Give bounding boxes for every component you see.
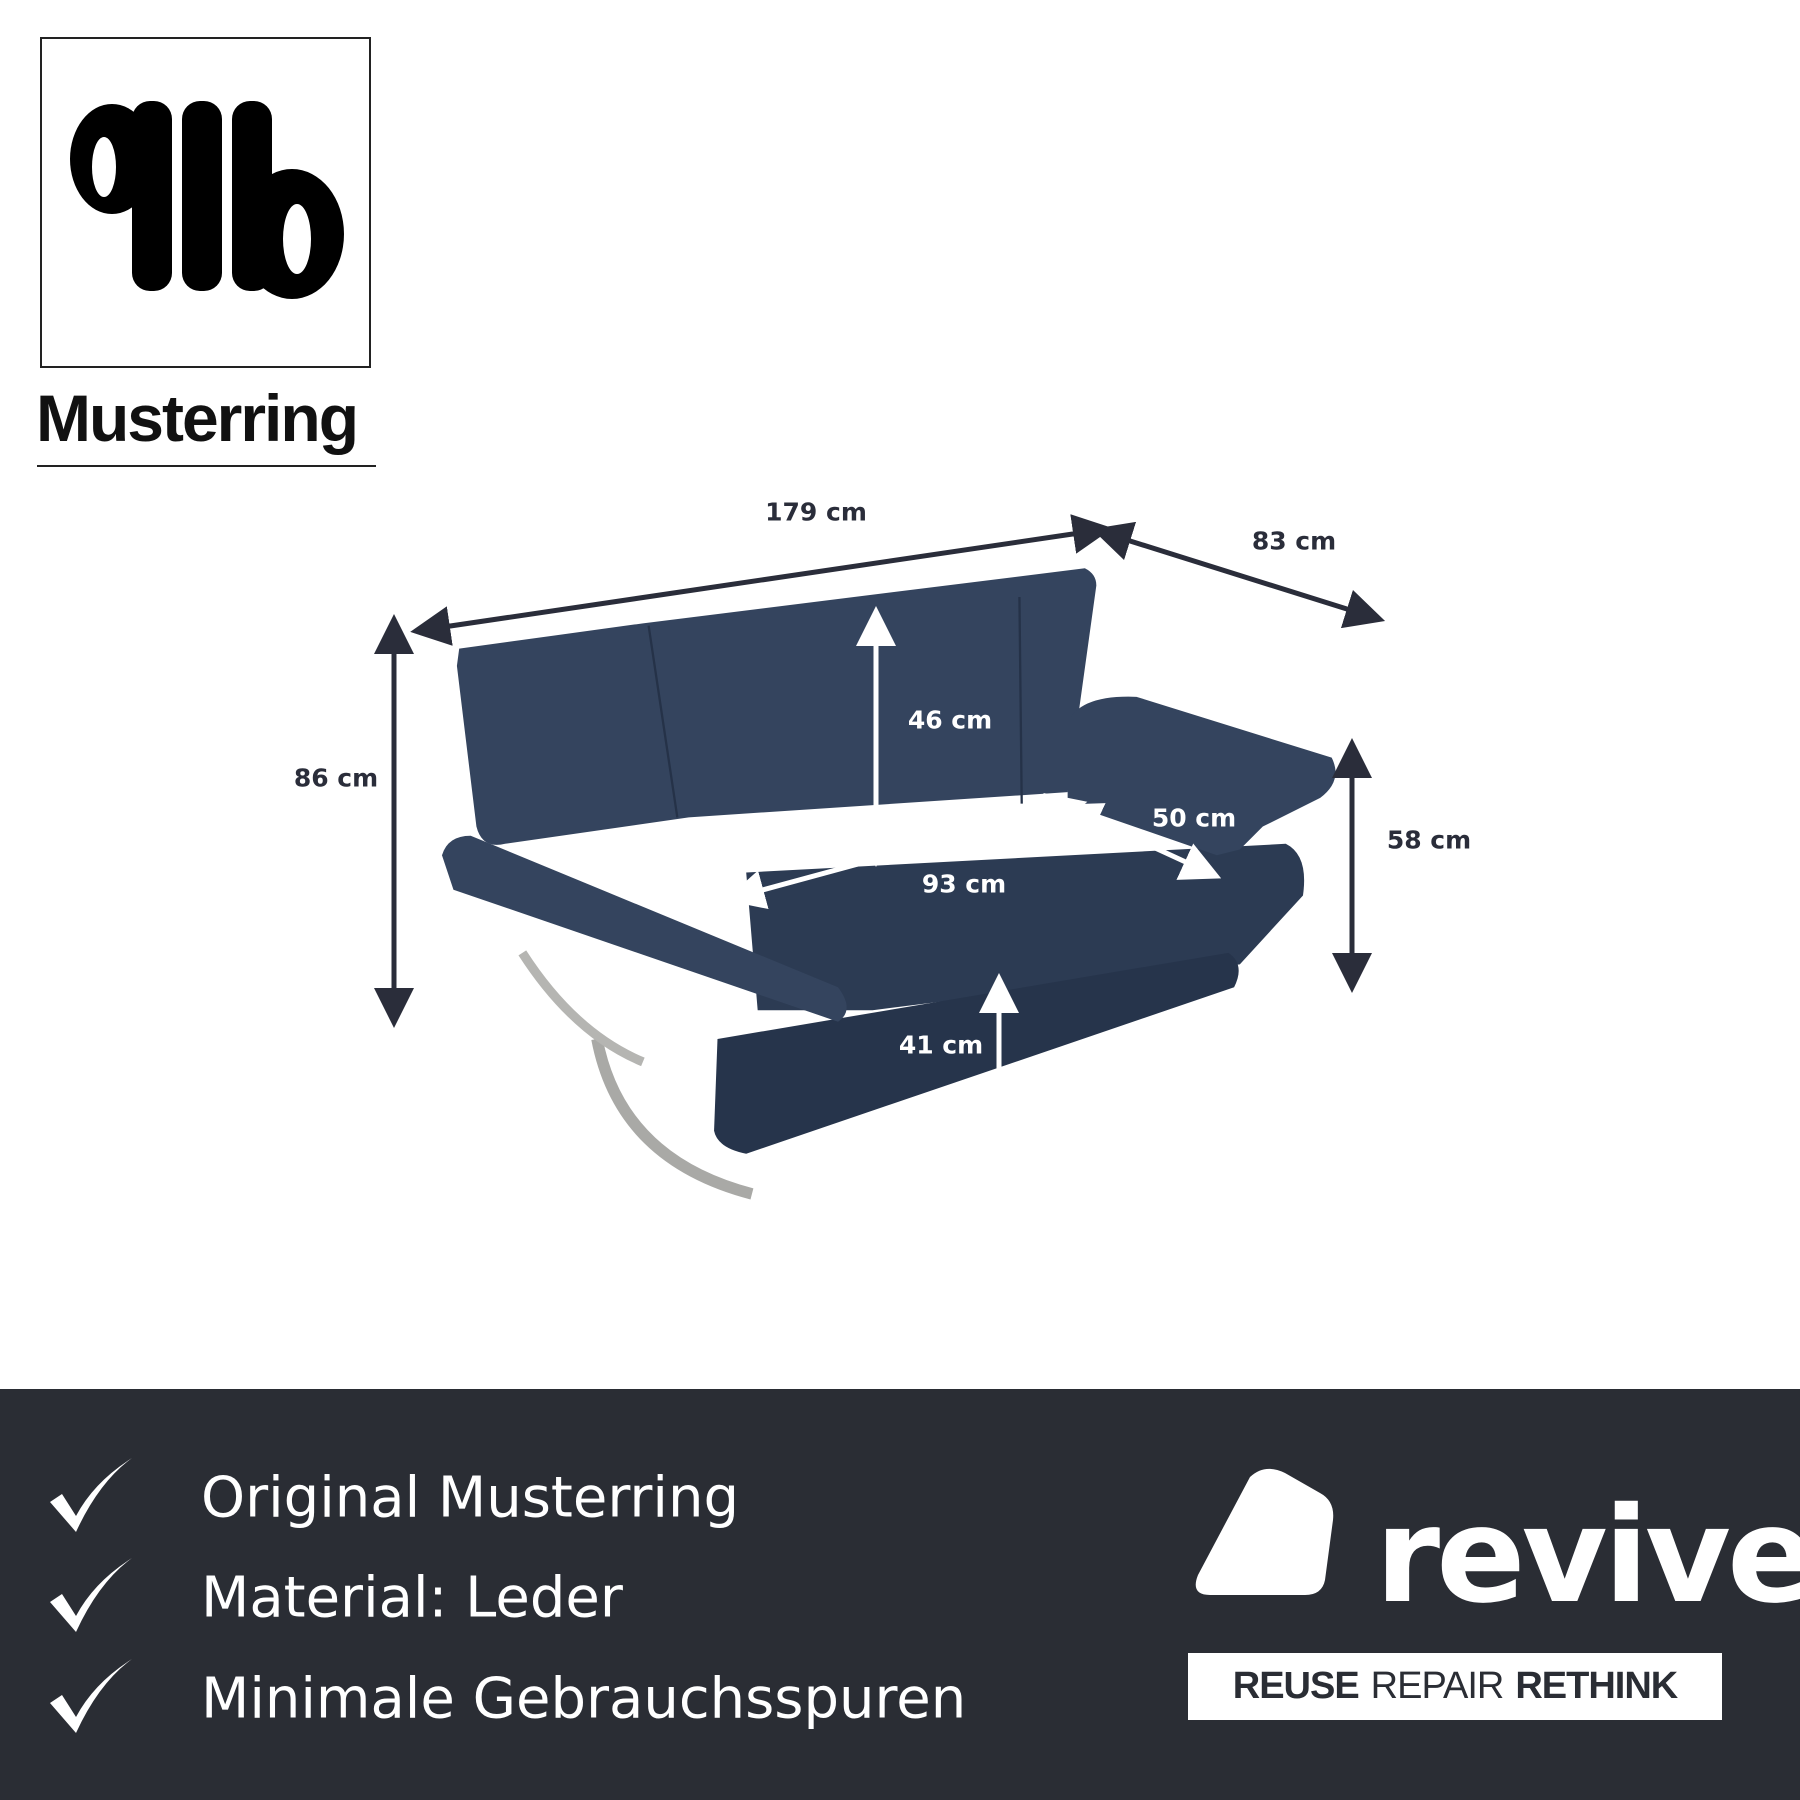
tagline-rethink: RETHINK — [1515, 1665, 1678, 1707]
seat-width-label: 93 cm — [921, 869, 1007, 899]
brand-name: Musterring — [36, 381, 359, 455]
width-arrow — [410, 514, 1113, 646]
brand-logo — [40, 37, 371, 368]
seat-width-arrow — [724, 792, 1088, 910]
sofa-image — [374, 514, 1386, 1200]
tagline-repair: REPAIR — [1370, 1665, 1505, 1707]
revive-logo-icon — [1195, 1468, 1334, 1595]
feature-condition: Minimale Gebrauchsspuren — [201, 1666, 967, 1732]
info-banner — [0, 1389, 1800, 1800]
dimension-arrows — [374, 514, 1386, 1122]
height-label: 86 cm — [293, 763, 379, 793]
seller-tagline: REUSE REPAIR RETHINK — [1188, 1653, 1722, 1720]
musterring-logo-icon — [70, 101, 344, 299]
depth-arrow — [1091, 521, 1386, 629]
depth-label: 83 cm — [1251, 526, 1337, 556]
tagline-reuse: REUSE — [1232, 1665, 1360, 1707]
divider — [37, 465, 376, 467]
seat-depth-arrow — [1060, 803, 1222, 880]
checkmark-icon — [50, 1558, 132, 1632]
feature-original: Original Musterring — [201, 1465, 739, 1531]
seller-name: revive — [1375, 1479, 1800, 1633]
armrest-height-label: 58 cm — [1386, 825, 1472, 855]
feature-material: Material: Leder — [201, 1565, 623, 1631]
checkmark-icon — [50, 1458, 132, 1532]
seat-depth-label: 50 cm — [1151, 803, 1237, 833]
checkmark-icon — [50, 1659, 132, 1733]
seat-height-label: 41 cm — [898, 1030, 984, 1060]
back-height-label: 46 cm — [907, 705, 993, 735]
width-label: 179 cm — [765, 497, 867, 527]
